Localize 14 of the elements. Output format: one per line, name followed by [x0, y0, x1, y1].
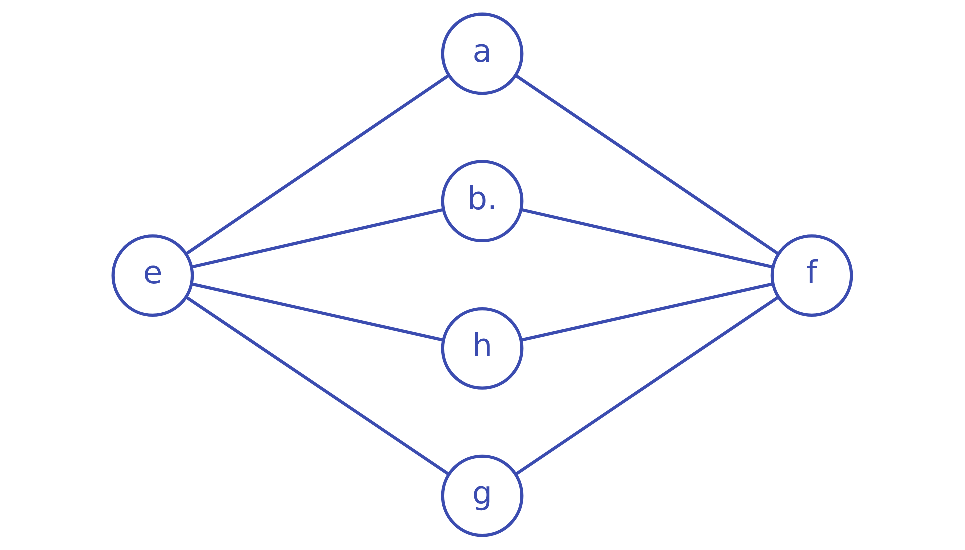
connector: [521, 208, 774, 269]
node-circle: e: [112, 234, 194, 317]
node-circle: h: [441, 307, 524, 390]
connector: [186, 74, 450, 256]
node-circle: a: [441, 12, 524, 96]
connector: [515, 296, 780, 476]
connector: [521, 282, 774, 342]
node-circle: b.: [441, 160, 524, 243]
connector: [192, 282, 444, 342]
node-circle: g: [441, 454, 524, 538]
node-circle: f: [770, 234, 854, 317]
connector: [186, 296, 450, 476]
connector: [192, 208, 444, 269]
connector: [515, 74, 780, 256]
